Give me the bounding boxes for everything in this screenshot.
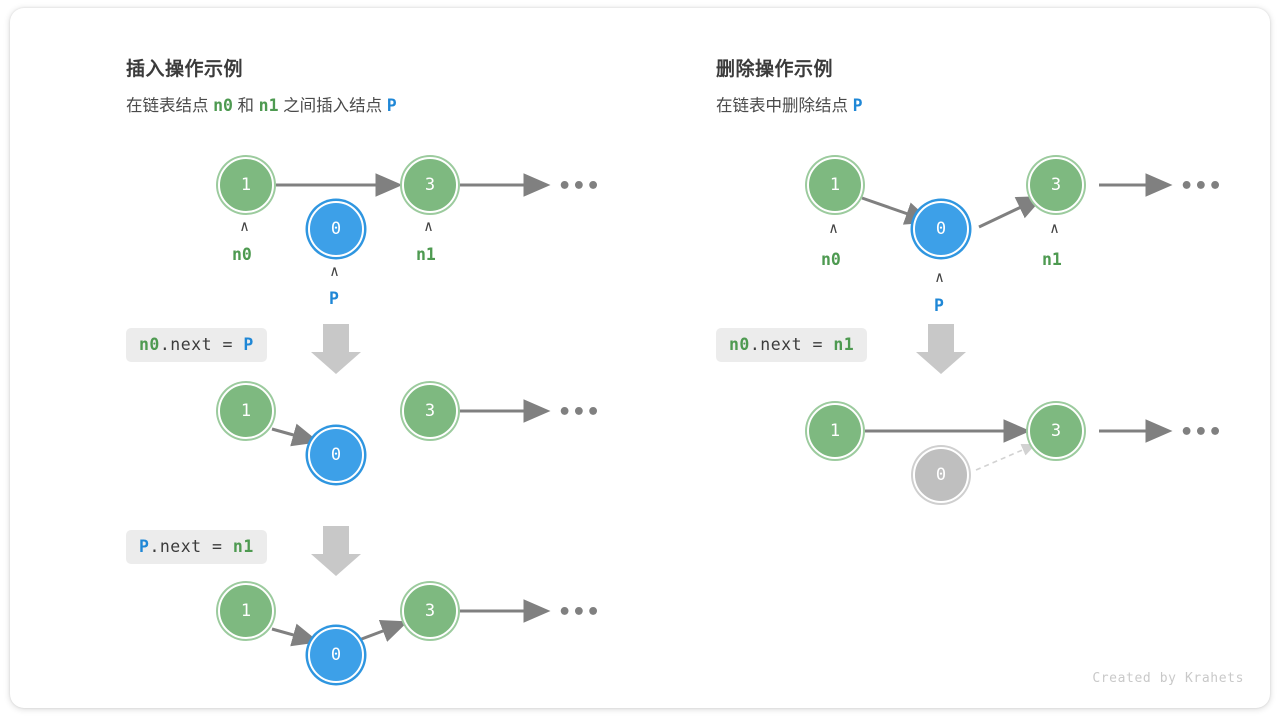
- node-insert-s1-n1: 3: [402, 157, 458, 213]
- code-chip-insert-2: P.next = n1: [126, 530, 267, 564]
- delete-wires: [861, 173, 1173, 471]
- credit-text: Created by Krahets: [1092, 671, 1244, 686]
- delete-panel-subtitle: 在链表中删除结点 P: [716, 92, 863, 116]
- delete-s1-ellipsis: •••: [1180, 174, 1223, 199]
- diagram-card: 插入操作示例 在链表结点 n0 和 n1 之间插入结点 P: [10, 8, 1270, 708]
- code-chip-insert-1-mid: .next =: [159, 335, 244, 354]
- caret-icon-insert-s1-p: ∧: [330, 262, 340, 280]
- delete-s2-ellipsis: •••: [1180, 420, 1223, 445]
- code-chip-insert-1-b: P: [243, 335, 254, 354]
- delete-panel-title: 删除操作示例: [716, 59, 834, 80]
- node-insert-s1-n0: 1: [218, 157, 274, 213]
- insert-s3-ellipsis: •••: [558, 600, 601, 625]
- node-insert-s1-p: 0: [308, 201, 364, 257]
- caret-icon-delete-s1-n1: ∧: [1050, 219, 1060, 237]
- insert-panel-subtitle: 在链表结点 n0 和 n1 之间插入结点 P: [126, 92, 397, 116]
- code-chip-insert-1-a: n0: [139, 335, 160, 354]
- node-delete-s1-p: 0: [913, 201, 969, 257]
- node-delete-s1-n1: 3: [1028, 157, 1084, 213]
- node-insert-s3-n0: 1: [218, 583, 274, 639]
- label-insert-s1-n1: n1: [416, 245, 436, 264]
- insert-subtitle-p: P: [386, 96, 397, 115]
- caret-icon-insert-s1-n1: ∧: [424, 217, 434, 235]
- label-insert-s1-n0: n0: [232, 245, 252, 264]
- code-chip-insert-2-mid: .next =: [149, 537, 233, 556]
- caret-icon-delete-s1-n0: ∧: [829, 219, 839, 237]
- node-insert-s2-n0: 1: [218, 383, 274, 439]
- label-delete-s1-n1: n1: [1042, 250, 1062, 269]
- insert-step1-wires: [271, 173, 551, 647]
- insert-downarrow-2: [311, 526, 361, 576]
- insert-s2-ellipsis: •••: [558, 400, 601, 425]
- insert-subtitle-text-2: 和: [232, 97, 259, 115]
- insert-subtitle-text-3: 之间插入结点: [278, 97, 387, 115]
- label-delete-s1-p: P: [934, 296, 944, 315]
- node-delete-s2-n0: 1: [807, 403, 863, 459]
- node-delete-s2-n1: 3: [1028, 403, 1084, 459]
- label-insert-s1-p: P: [329, 289, 339, 308]
- caret-icon-delete-s1-p: ∧: [935, 268, 945, 286]
- code-chip-delete-1-b: n1: [833, 335, 855, 354]
- code-chip-delete-1: n0.next = n1: [716, 328, 868, 362]
- insert-panel-title: 插入操作示例: [126, 59, 244, 80]
- node-delete-s1-n0: 1: [807, 157, 863, 213]
- node-insert-s3-n1: 3: [402, 583, 458, 639]
- code-chip-insert-2-b: n1: [232, 537, 254, 556]
- insert-subtitle-text-1: 在链表结点: [126, 97, 214, 115]
- node-insert-s2-p: 0: [308, 427, 364, 483]
- insert-s1-ellipsis: •••: [558, 174, 601, 199]
- caret-icon-insert-s1-n0: ∧: [240, 217, 250, 235]
- insert-subtitle-n1: n1: [258, 96, 279, 115]
- delete-subtitle-text-1: 在链表中删除结点: [716, 97, 853, 115]
- code-chip-delete-1-a: n0: [729, 335, 750, 354]
- label-delete-s1-n0: n0: [821, 250, 841, 269]
- delete-subtitle-p: P: [852, 96, 863, 115]
- delete-downarrow-1: [916, 324, 966, 374]
- node-insert-s3-p: 0: [308, 627, 364, 683]
- code-chip-delete-1-mid: .next =: [749, 335, 834, 354]
- node-insert-s2-n1: 3: [402, 383, 458, 439]
- insert-downarrow-1: [311, 324, 361, 374]
- code-chip-insert-1: n0.next = P: [126, 328, 267, 362]
- insert-subtitle-n0: n0: [213, 96, 233, 115]
- code-chip-insert-2-a: P: [139, 537, 150, 556]
- node-delete-s2-removed: 0: [913, 447, 969, 503]
- panel-delete: 删除操作示例 在链表中删除结点 P 1 0 3 ••• ∧ n0 ∧ P ∧ n…: [640, 8, 1270, 708]
- panel-insert: 插入操作示例 在链表结点 n0 和 n1 之间插入结点 P: [10, 8, 640, 708]
